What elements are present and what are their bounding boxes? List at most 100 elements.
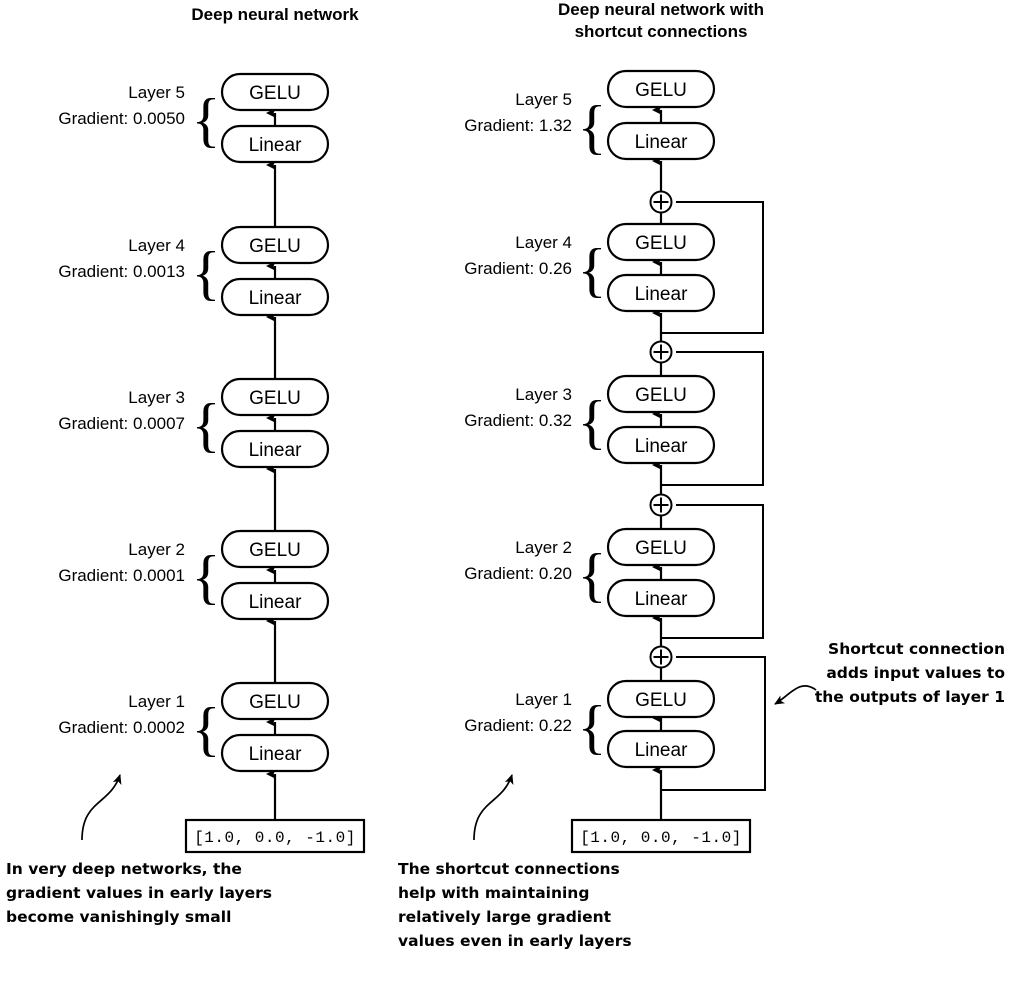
right-annotation-line-3: relatively large gradient [398, 908, 612, 926]
left-layer-4-linear-label: Linear [249, 288, 302, 309]
left-annotation-line-3: become vanishingly small [6, 908, 231, 926]
left-layer-2: Layer 2 Gradient: 0.0001 { GELU Linear [58, 529, 330, 621]
right-input-box[interactable] [570, 818, 752, 854]
right-layer-4: Layer 4 Gradient: 0.26 { GELU Linear [464, 222, 716, 313]
right-layer-1-linear-label: Linear [635, 740, 688, 761]
shortcut-path-2[interactable] [661, 504, 764, 639]
left-layer-3-gelu-label: GELU [249, 388, 301, 409]
right-layer-3: Layer 3 Gradient: 0.32 { GELU Linear [464, 374, 716, 465]
column-title-shortcut-line1: Deep neural network with [558, 0, 764, 19]
shortcut-path-3[interactable] [661, 351, 764, 486]
left-layer-3-linear-box[interactable] [220, 429, 330, 469]
left-layer-1-linear-label: Linear [249, 744, 302, 765]
right-layer-1: Layer 1 Gradient: 0.22 { GELU Linear [464, 679, 716, 769]
left-input-value: [1.0, 0.0, -1.0] [194, 829, 356, 847]
right-layer-3-gelu-label: GELU [635, 385, 687, 406]
right-layer-2-gelu-label: GELU [635, 538, 687, 559]
left-layer-2-gradient: Gradient: 0.0001 [58, 566, 185, 585]
left-layer-2-brace: { [192, 544, 221, 610]
adder-node-3[interactable] [649, 493, 673, 517]
adder-node-2[interactable] [649, 645, 673, 669]
left-layer-5-linear-label: Linear [249, 135, 302, 156]
left-layer-3: Layer 3 Gradient: 0.0007 { GELU Linear [58, 377, 330, 469]
left-layer-2-gelu-label: GELU [249, 540, 301, 561]
left-layer-5-gelu-label: GELU [249, 83, 301, 104]
left-layer-1-linear-box[interactable] [220, 733, 330, 773]
right-layer-2-linear-box[interactable] [606, 578, 716, 618]
left-layer-4: Layer 4 Gradient: 0.0013 { GELU Linear [58, 225, 330, 317]
left-layer-1-gelu-box[interactable] [220, 681, 330, 721]
left-layer-5-gradient: Gradient: 0.0050 [58, 109, 185, 128]
right-layer-5-linear-box[interactable] [606, 121, 716, 161]
right-layer-2-name: Layer 2 [515, 538, 572, 557]
column-title-shortcut-line2: shortcut connections [575, 22, 748, 41]
left-layer-2-name: Layer 2 [128, 540, 185, 559]
left-layer-3-linear-label: Linear [249, 440, 302, 461]
right-layer-5-gelu-label: GELU [635, 80, 687, 101]
adder-node-4[interactable] [649, 340, 673, 364]
shortcut-path-1[interactable] [661, 656, 766, 791]
left-annotation-line-2: gradient values in early layers [6, 884, 272, 902]
left-input-group: [1.0, 0.0, -1.0] [184, 818, 366, 854]
right-layer-3-name: Layer 3 [515, 385, 572, 404]
left-layer-5-gelu-box[interactable] [220, 72, 330, 112]
right-annotation-arrow [473, 774, 514, 841]
right-layer-5-gradient: Gradient: 1.32 [464, 116, 572, 135]
right-input-group: [1.0, 0.0, -1.0] [570, 818, 752, 854]
right-layer-3-linear-label: Linear [635, 436, 688, 457]
left-annotation-line-1: In very deep networks, the [6, 860, 242, 878]
left-input-box[interactable] [184, 818, 366, 854]
right-layer-4-gelu-box[interactable] [606, 222, 716, 262]
left-layer-4-name: Layer 4 [128, 236, 185, 255]
right-layer-1-brace: { [578, 694, 607, 760]
right-layer-4-linear-box[interactable] [606, 273, 716, 313]
right-layer-4-linear-label: Linear [635, 284, 688, 305]
left-layer-1-name: Layer 1 [128, 692, 185, 711]
right-layer-5-name: Layer 5 [515, 90, 572, 109]
right-layer-4-gradient: Gradient: 0.26 [464, 259, 572, 278]
shortcut-side-annotation: Shortcut connection adds input values to… [815, 640, 1005, 706]
right-layer-5-brace: { [578, 94, 607, 160]
column-title-plain: Deep neural network [191, 5, 359, 24]
left-layer-3-name: Layer 3 [128, 388, 185, 407]
right-layer-2: Layer 2 Gradient: 0.20 { GELU Linear [464, 527, 716, 618]
right-layer-3-gelu-box[interactable] [606, 374, 716, 414]
left-layer-2-linear-box[interactable] [220, 581, 330, 621]
shortcut-connections [661, 201, 766, 791]
left-layer-2-gelu-box[interactable] [220, 529, 330, 569]
left-layer-4-gradient: Gradient: 0.0013 [58, 262, 185, 281]
left-layer-4-gelu-box[interactable] [220, 225, 330, 265]
right-layer-1-gradient: Gradient: 0.22 [464, 716, 572, 735]
adder-node-5[interactable] [649, 190, 673, 214]
left-layer-3-brace: { [192, 392, 221, 458]
left-layer-3-gelu-box[interactable] [220, 377, 330, 417]
right-annotation: The shortcut connections help with maint… [398, 860, 632, 950]
right-annotation-line-4: values even in early layers [398, 932, 632, 950]
left-layer-4-gelu-label: GELU [249, 236, 301, 257]
right-layer-1-linear-box[interactable] [606, 729, 716, 769]
right-layer-2-brace: { [578, 542, 607, 608]
left-annotation: In very deep networks, the gradient valu… [6, 860, 272, 926]
right-layer-1-gelu-label: GELU [635, 690, 687, 711]
right-layer-5-gelu-box[interactable] [606, 69, 716, 109]
right-layer-1-gelu-box[interactable] [606, 679, 716, 719]
left-layer-5-linear-box[interactable] [220, 124, 330, 164]
left-layer-1-brace: { [192, 696, 221, 762]
left-layer-2-linear-label: Linear [249, 592, 302, 613]
right-layer-2-gradient: Gradient: 0.20 [464, 564, 572, 583]
shortcut-annotation-arrow [774, 685, 817, 705]
right-layer-4-name: Layer 4 [515, 233, 572, 252]
right-layer-4-gelu-label: GELU [635, 233, 687, 254]
left-layer-4-linear-box[interactable] [220, 277, 330, 317]
right-annotation-line-2: help with maintaining [398, 884, 589, 902]
shortcut-annotation-line-2: adds input values to [826, 664, 1005, 682]
left-layer-5-name: Layer 5 [128, 83, 185, 102]
shortcut-path-4[interactable] [661, 201, 764, 334]
left-layer-5-brace: { [192, 87, 221, 153]
right-layer-3-linear-box[interactable] [606, 425, 716, 465]
left-annotation-arrow [81, 774, 122, 841]
right-layer-5: Layer 5 Gradient: 1.32 { GELU Linear [464, 69, 716, 161]
right-layer-2-gelu-box[interactable] [606, 527, 716, 567]
